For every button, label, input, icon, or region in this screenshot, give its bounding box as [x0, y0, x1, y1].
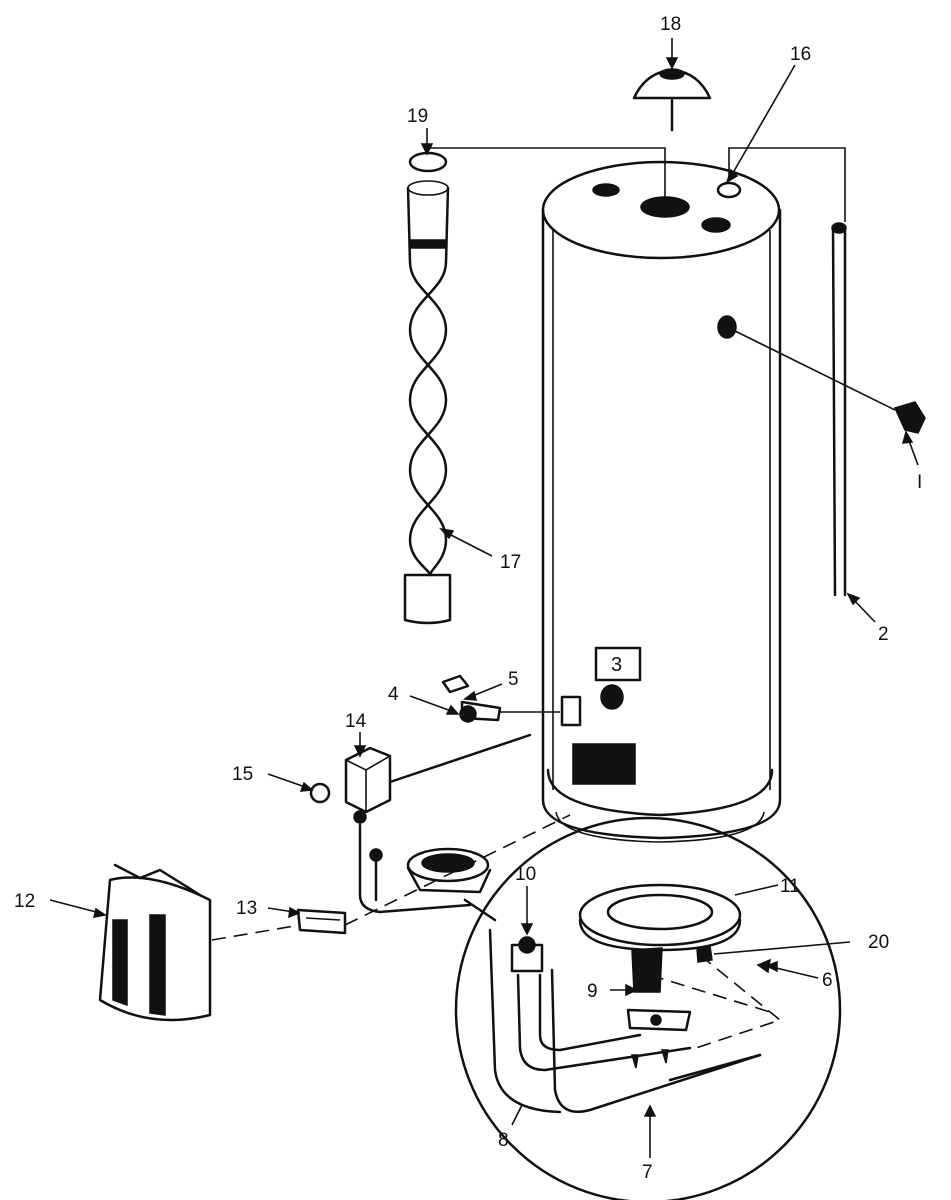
callout-7: 7: [642, 1162, 653, 1183]
callout-17: 17: [500, 552, 521, 573]
callout-20: 20: [868, 932, 889, 953]
callout-18: 18: [660, 14, 681, 35]
callout-16: 16: [790, 44, 811, 65]
flue-baffle-cap: [632, 68, 712, 132]
callout-8: 8: [498, 1130, 509, 1151]
flue-baffle: [403, 151, 452, 625]
inner-door: [296, 908, 347, 935]
callout-12: 12: [14, 891, 35, 912]
callout-9: 9: [587, 981, 598, 1002]
callout-4: 4: [388, 684, 399, 705]
callout-13: 13: [236, 898, 257, 919]
tank: [541, 160, 782, 843]
callout-1: I: [917, 472, 922, 493]
callout-11: 11: [780, 876, 800, 897]
outer-door: [98, 863, 212, 1022]
callout-10: 10: [515, 864, 536, 885]
callout-3: 3: [611, 654, 622, 676]
callout-14: 14: [345, 711, 367, 732]
burner-assembly: [358, 823, 492, 914]
door-alignment-line: [211, 814, 571, 941]
drain-valve: [441, 674, 502, 723]
callout-6: 6: [822, 970, 833, 991]
callout-5: 5: [508, 669, 519, 690]
burner-detail-circle: [454, 816, 842, 1200]
callout-15: 15: [232, 764, 253, 785]
callout-19: 19: [407, 106, 428, 127]
callout-leaders: [49, 38, 919, 1158]
dip-tube: [831, 222, 847, 597]
callout-2: 2: [878, 624, 889, 645]
relief-valve: [893, 401, 926, 434]
gas-control-valve: [309, 733, 532, 824]
